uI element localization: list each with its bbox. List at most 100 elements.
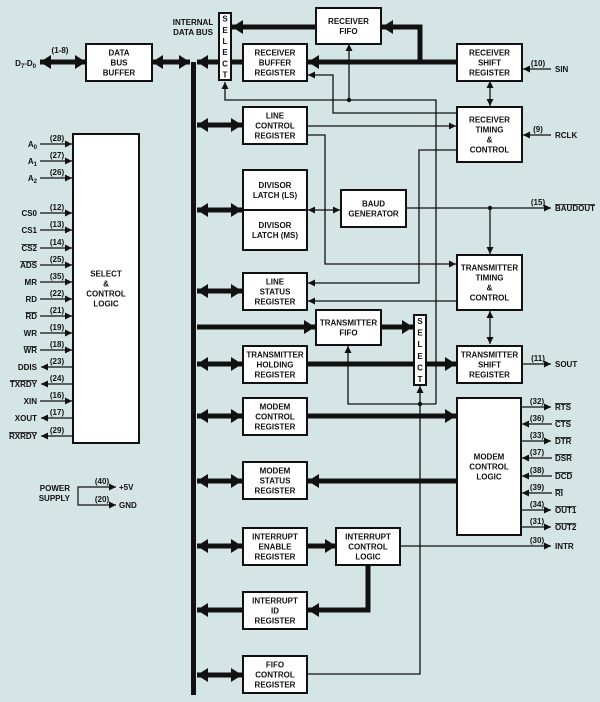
- power-label: POWER: [40, 484, 70, 493]
- interrupt-enable-register-label: ENABLE: [259, 543, 293, 552]
- line-control-register-label: LINE: [266, 112, 285, 121]
- serial-pin-number: (11): [531, 354, 545, 363]
- left-pin-label: RD: [25, 312, 37, 321]
- power-pin-label: GND: [119, 501, 137, 510]
- data-bus-subscript: 7: [21, 64, 25, 70]
- left-pin-label: XIN: [24, 397, 38, 406]
- left-pin-number: (19): [50, 323, 65, 332]
- left-pin-number: (21): [50, 306, 65, 315]
- modem-control-logic-label: MODEM: [474, 453, 505, 462]
- baud-generator-box: [340, 189, 407, 228]
- modem-pin-number: (39): [530, 483, 545, 492]
- modem-pin-label: OUT1: [555, 506, 577, 515]
- left-pin-number: (12): [50, 203, 65, 212]
- modem-control-logic-label: CONTROL: [469, 463, 509, 472]
- line-status-register-box: [242, 272, 308, 311]
- receiver-buffer-register-box: [242, 43, 308, 82]
- modem-status-register-label: REGISTER: [255, 487, 296, 496]
- modem-pin-label: RTS: [555, 403, 572, 412]
- receiver-buffer-register-label: RECEIVER: [255, 49, 296, 58]
- internal-data-bus: [191, 62, 196, 695]
- data-bus-buffer-label: DATA: [108, 49, 129, 58]
- left-pin-number: (14): [50, 238, 65, 247]
- left-pin-label: CS0: [21, 209, 37, 218]
- modem-status-register-label: STATUS: [260, 477, 291, 486]
- data-bus-pin-label: D7-D0: [15, 59, 37, 70]
- modem-pin-label: OUT2: [555, 523, 577, 532]
- left-pin-label: TXRDY: [10, 380, 38, 389]
- pins: D7-D0(1-8)A0(28)A1(27)A2(26)CS0(12)CS1(1…: [9, 46, 595, 551]
- transmitter-timing-control-label: CONTROL: [470, 294, 510, 303]
- transmitter-shift-register-label: REGISTER: [469, 371, 510, 380]
- data-bus-text: -D: [24, 59, 33, 68]
- transmitter-fifo-box: [315, 309, 382, 346]
- transmitter-holding-register-box: [242, 345, 308, 384]
- receiver-shift-register-label: REGISTER: [469, 69, 510, 78]
- fcr-to-tx-select: [307, 386, 424, 675]
- rx-select-mux-letter: S: [222, 15, 228, 24]
- receiver-timing-control-label: TIMING: [476, 126, 504, 135]
- interrupt-id-register-label: ID: [271, 607, 279, 616]
- serial-pin-number: (10): [531, 59, 546, 68]
- line-control-register-box: [242, 106, 308, 145]
- modem-pin-label: RI: [555, 489, 563, 498]
- left-pin-number: (27): [50, 151, 65, 160]
- icl-to-iir-arrow: [308, 564, 371, 617]
- transmitter-timing-control-label: TIMING: [476, 274, 504, 283]
- thin-signal-connections: [40, 44, 552, 675]
- receiver-shift-register-box: [456, 43, 523, 82]
- fifo-control-register-label: CONTROL: [255, 671, 295, 680]
- line-control-register-label: CONTROL: [255, 122, 295, 131]
- left-pin-number: (35): [50, 272, 65, 281]
- select-control-logic-label: &: [103, 280, 109, 289]
- modem-pin-number: (34): [530, 500, 545, 509]
- tx-select-mux: SELECT: [413, 314, 427, 386]
- line-status-register-label: LINE: [266, 278, 285, 287]
- transmitter-timing-control-box: [456, 254, 523, 311]
- transmitter-timing-control-label: TRANSMITTER: [461, 264, 519, 273]
- interrupt-id-register-box: [242, 591, 308, 630]
- modem-control-register-box: [242, 397, 308, 436]
- modem-status-register-label: MODEM: [260, 467, 291, 476]
- select-control-logic-box: [72, 133, 140, 444]
- receiver-timing-control-label: RECEIVER: [469, 116, 510, 125]
- tx-select-mux-letter: S: [417, 317, 423, 326]
- blocks: DATABUSBUFFERRECEIVERFIFORECEIVERBUFFERR…: [72, 7, 523, 694]
- left-pin-number: (24): [50, 374, 65, 383]
- left-pin-number: (23): [50, 357, 65, 366]
- left-pin-label-subscript: 1: [34, 162, 38, 168]
- transmitter-timing-control-label: &: [487, 284, 493, 293]
- transmitter-shift-register-label: SHIFT: [478, 361, 501, 370]
- left-pin-label: ADS: [20, 261, 38, 270]
- interrupt-control-logic-box: [335, 527, 401, 566]
- junction-dot: [487, 205, 493, 211]
- junction-dot: [346, 97, 352, 103]
- modem-pin-number: (33): [530, 431, 545, 440]
- select-control-logic-label: CONTROL: [86, 290, 126, 299]
- tx-select-mux-box: [413, 314, 427, 386]
- left-pin-label: WR: [24, 346, 38, 355]
- receiver-shift-register-label: RECEIVER: [469, 49, 510, 58]
- left-pin-number: (29): [50, 426, 65, 435]
- left-pin-number: (26): [50, 168, 65, 177]
- data-bus-buffer-label: BUFFER: [103, 69, 136, 78]
- rsr-to-rx-fifo-arrow: [382, 20, 423, 62]
- data-bus-pin-number: (1-8): [52, 46, 69, 55]
- receiver-fifo-label: FIFO: [339, 27, 357, 36]
- rx-select-mux-letter: C: [222, 59, 228, 68]
- left-pin-label: CS2: [21, 244, 37, 253]
- rx-select-mux-letter: T: [223, 70, 228, 79]
- left-pin-label: DDIS: [18, 363, 38, 372]
- modem-pin-number: (30): [530, 536, 545, 545]
- interrupt-control-logic-label: CONTROL: [348, 543, 388, 552]
- receiver-fifo-box: [315, 7, 382, 45]
